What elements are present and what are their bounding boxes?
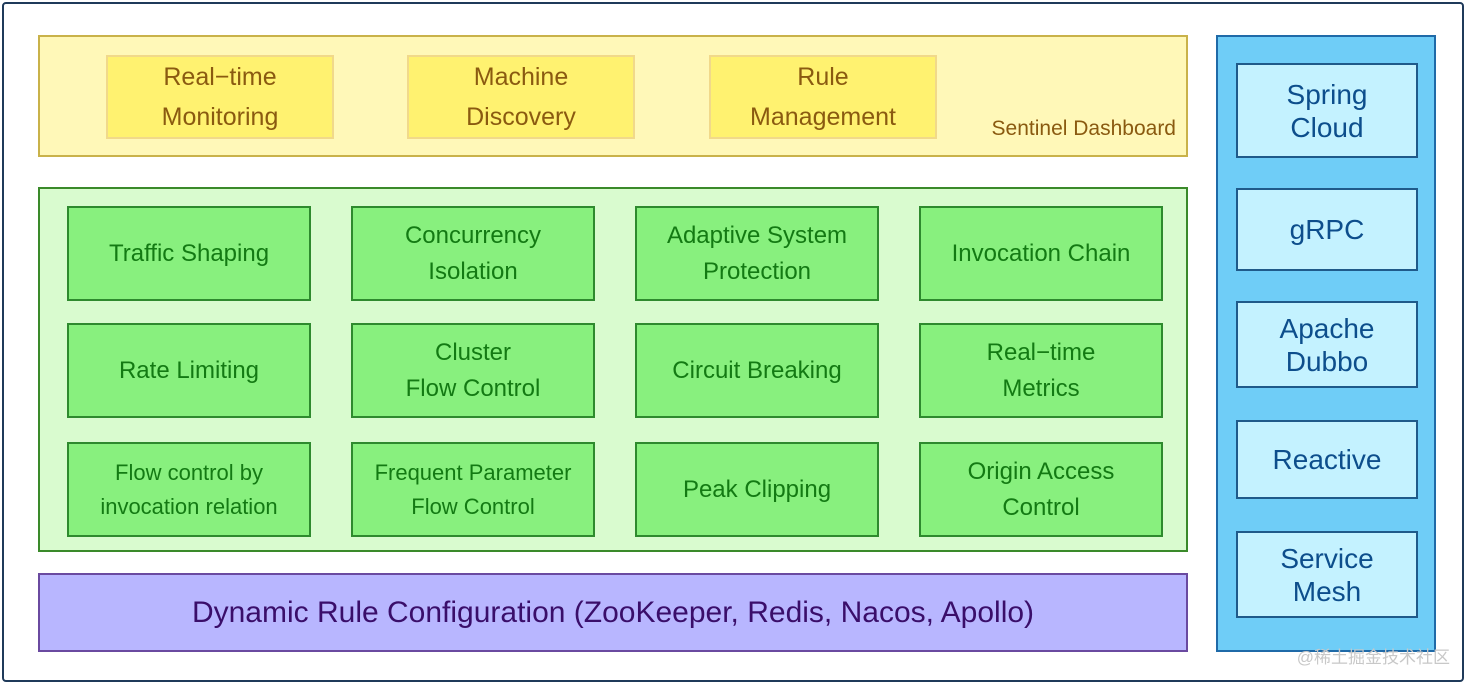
integration-grpc: gRPC bbox=[1236, 188, 1418, 271]
integration-service-mesh: Service Mesh bbox=[1236, 531, 1418, 618]
integrations-column: Spring Cloud gRPC Apache Dubbo Reactive … bbox=[1216, 35, 1436, 652]
sentinel-dashboard-layer: Real−time Monitoring Machine Discovery R… bbox=[38, 35, 1188, 157]
dashboard-rule-management: Rule Management bbox=[709, 55, 937, 139]
feature-origin-access-control: Origin Access Control bbox=[919, 442, 1163, 537]
feature-adaptive-system-protection: Adaptive System Protection bbox=[635, 206, 879, 301]
dashboard-real-time-monitoring: Real−time Monitoring bbox=[106, 55, 334, 139]
dynamic-rule-configuration: Dynamic Rule Configuration (ZooKeeper, R… bbox=[38, 573, 1188, 652]
feature-rate-limiting: Rate Limiting bbox=[67, 323, 311, 418]
dashboard-label: Sentinel Dashboard bbox=[991, 117, 1176, 140]
integration-reactive: Reactive bbox=[1236, 420, 1418, 499]
watermark: @稀土掘金技术社区 bbox=[1296, 648, 1450, 667]
feature-concurrency-isolation: Concurrency Isolation bbox=[351, 206, 595, 301]
feature-cluster-flow-control: Cluster Flow Control bbox=[351, 323, 595, 418]
integration-spring-cloud: Spring Cloud bbox=[1236, 63, 1418, 158]
integration-apache-dubbo: Apache Dubbo bbox=[1236, 301, 1418, 388]
feature-real-time-metrics: Real−time Metrics bbox=[919, 323, 1163, 418]
feature-invocation-chain: Invocation Chain bbox=[919, 206, 1163, 301]
feature-frequent-parameter-flow-control: Frequent Parameter Flow Control bbox=[351, 442, 595, 537]
core-features-layer: Traffic Shaping Concurrency Isolation Ad… bbox=[38, 187, 1188, 552]
feature-traffic-shaping: Traffic Shaping bbox=[67, 206, 311, 301]
feature-flow-control-by-invocation-relation: Flow control by invocation relation bbox=[67, 442, 311, 537]
feature-circuit-breaking: Circuit Breaking bbox=[635, 323, 879, 418]
dashboard-machine-discovery: Machine Discovery bbox=[407, 55, 635, 139]
feature-peak-clipping: Peak Clipping bbox=[635, 442, 879, 537]
